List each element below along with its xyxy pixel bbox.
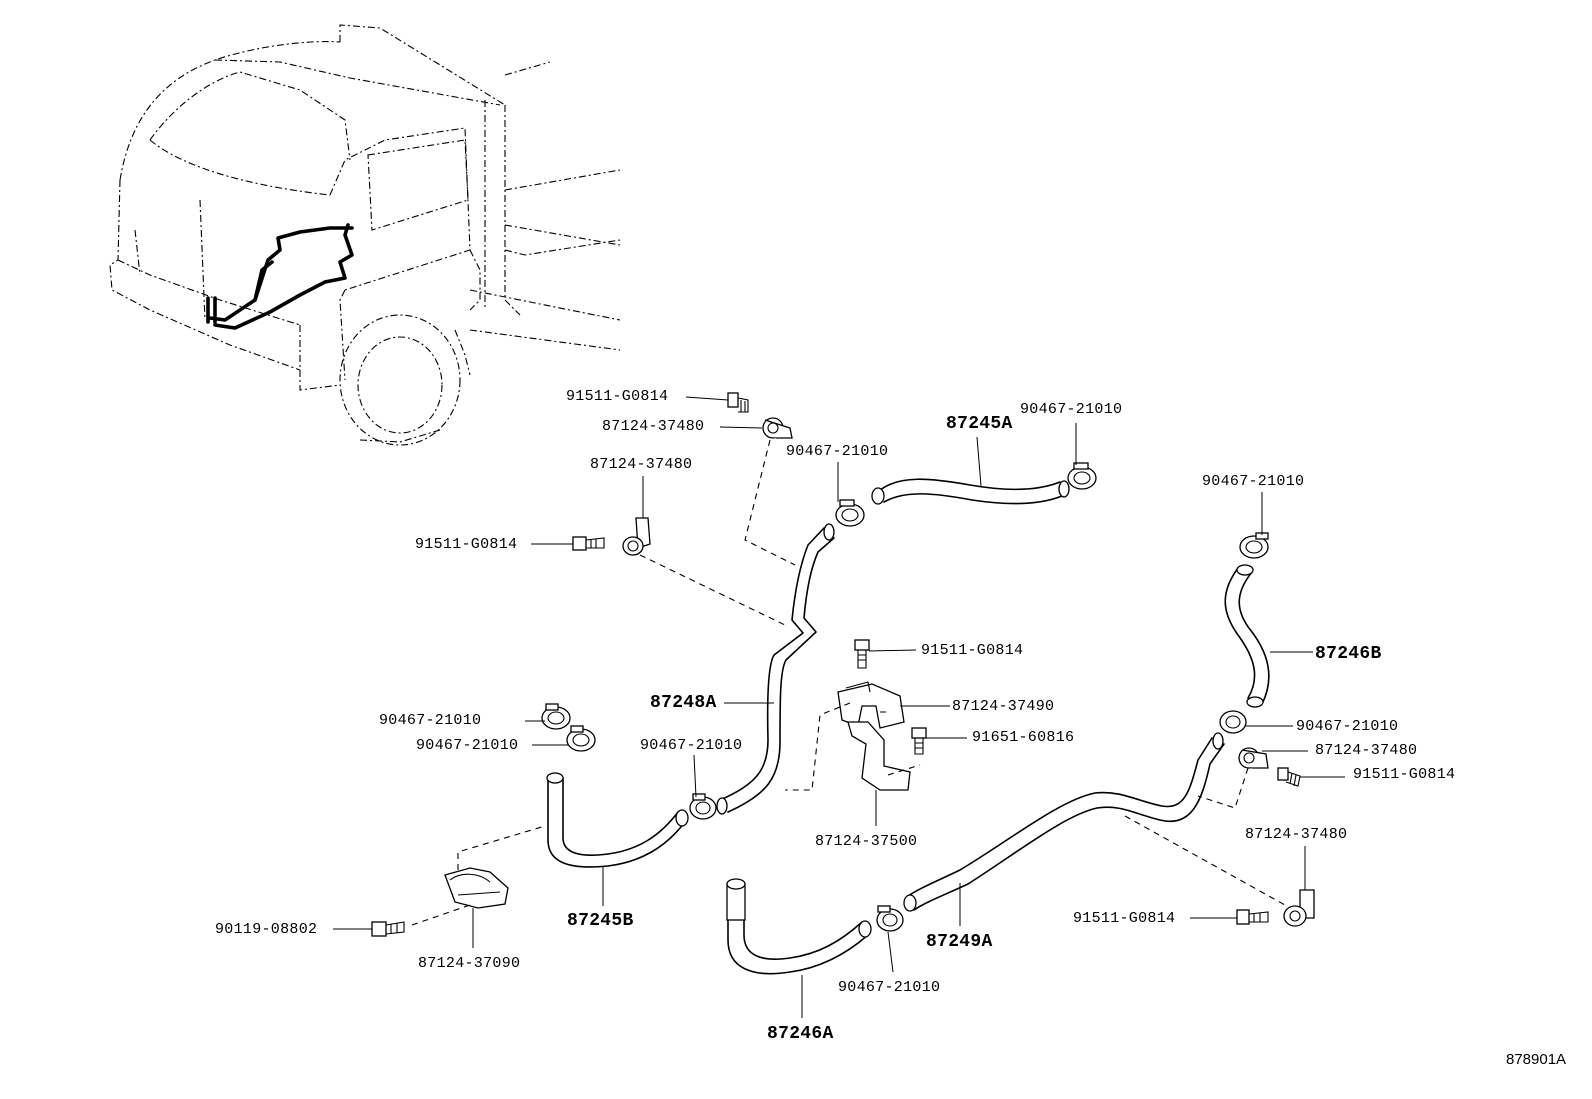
part-label-90467-21010: 90467-21010 bbox=[416, 737, 519, 754]
part-label-87246b: 87246B bbox=[1315, 644, 1382, 664]
part-label-87124-37480: 87124-37480 bbox=[1245, 826, 1348, 843]
part-label-87124-37500: 87124-37500 bbox=[815, 833, 918, 850]
harness-route bbox=[206, 223, 354, 330]
part-label-90467-21010: 90467-21010 bbox=[786, 443, 889, 460]
part-label-87124-37480: 87124-37480 bbox=[1315, 742, 1418, 759]
part-label-90467-21010: 90467-21010 bbox=[1296, 718, 1399, 735]
hose-87249a bbox=[903, 732, 1225, 912]
part-label-90467-21010: 90467-21010 bbox=[1020, 401, 1123, 418]
truck-cab-outline bbox=[109, 24, 621, 446]
part-label-91511-g0814: 91511-G0814 bbox=[1073, 910, 1176, 927]
hose-87245b bbox=[546, 772, 689, 868]
part-label-91511-g0814: 91511-G0814 bbox=[1353, 766, 1456, 783]
part-label-90467-21010: 90467-21010 bbox=[838, 979, 941, 996]
clip-icon bbox=[1219, 710, 1247, 734]
clip-icon bbox=[1239, 532, 1269, 559]
leader-lines bbox=[333, 396, 1345, 1018]
bracket-icon bbox=[444, 867, 509, 909]
clip-icon bbox=[541, 703, 571, 730]
bolt-icon bbox=[1236, 909, 1269, 925]
part-label-90467-21010: 90467-21010 bbox=[640, 737, 743, 754]
hose-87245a bbox=[871, 478, 1070, 505]
hose-87246b bbox=[1224, 564, 1270, 708]
bolt-icon bbox=[727, 392, 749, 413]
part-label-91511-g0814: 91511-G0814 bbox=[566, 388, 669, 405]
bracket-icon bbox=[837, 681, 905, 729]
clamp-icon bbox=[762, 417, 793, 439]
hose-87246a bbox=[726, 878, 872, 975]
bolt-icon bbox=[911, 727, 927, 755]
bracket-icon bbox=[847, 721, 911, 791]
clamp-icon bbox=[1238, 747, 1269, 769]
bolt-icon bbox=[371, 921, 405, 937]
part-label-91511-g0814: 91511-G0814 bbox=[415, 536, 518, 553]
figure-code: 878901A bbox=[1506, 1051, 1567, 1068]
clamp-icon bbox=[1283, 889, 1315, 927]
part-label-87246a: 87246A bbox=[767, 1024, 834, 1044]
part-label-87245a: 87245A bbox=[946, 414, 1013, 434]
clip-icon bbox=[689, 793, 717, 820]
part-label-90467-21010: 90467-21010 bbox=[1202, 473, 1305, 490]
bolt-icon bbox=[1277, 767, 1301, 787]
part-label-91511-g0814: 91511-G0814 bbox=[921, 642, 1024, 659]
clamp-icon bbox=[622, 517, 651, 556]
part-label-87248a: 87248A bbox=[650, 693, 717, 713]
part-label-87249a: 87249A bbox=[926, 932, 993, 952]
hose-87248a bbox=[716, 523, 835, 815]
bolt-icon bbox=[854, 639, 870, 669]
clip-icon bbox=[566, 725, 596, 752]
assembly-dashed-lines bbox=[411, 439, 1286, 926]
clip-icon bbox=[876, 905, 904, 932]
part-label-87124-37480: 87124-37480 bbox=[602, 418, 705, 435]
part-label-87124-37480: 87124-37480 bbox=[590, 456, 693, 473]
part-label-87124-37090: 87124-37090 bbox=[418, 955, 521, 972]
part-label-90467-21010: 90467-21010 bbox=[379, 712, 482, 729]
clip-icon bbox=[1067, 462, 1097, 490]
clip-icon bbox=[835, 499, 865, 527]
part-label-91651-60816: 91651-60816 bbox=[972, 729, 1075, 746]
part-label-90119-08802: 90119-08802 bbox=[215, 921, 318, 938]
bolt-icon bbox=[572, 536, 605, 551]
part-label-87124-37490: 87124-37490 bbox=[952, 698, 1055, 715]
part-label-87245b: 87245B bbox=[567, 911, 634, 931]
